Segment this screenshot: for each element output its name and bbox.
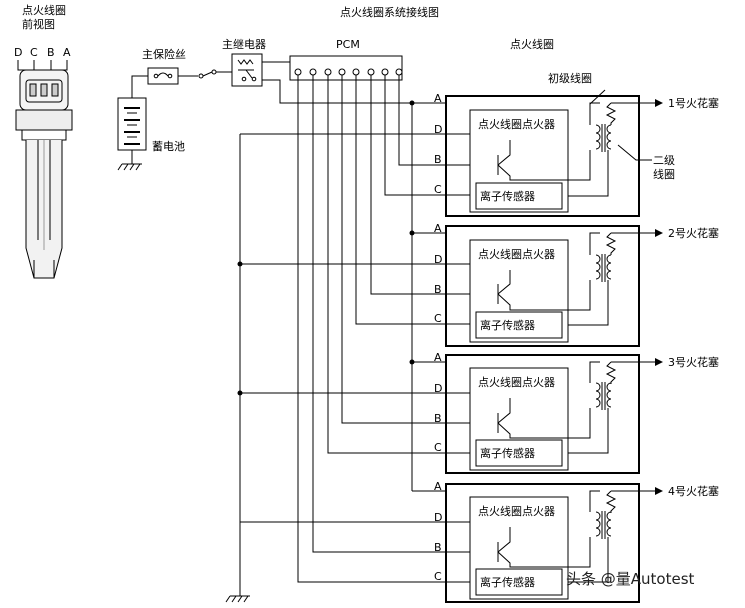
diagram-title: 点火线圈系统接线图 (340, 5, 439, 19)
secondary-coil-label-1: 二级 (653, 154, 675, 167)
battery-label: 蓄电池 (152, 140, 185, 153)
pin-c-4: C (434, 570, 442, 583)
spark-plug-label-3: 3号火花塞 (668, 355, 719, 369)
igniter-label-1: 点火线圈点火器 (478, 117, 555, 131)
main-fuse-symbol (147, 67, 179, 85)
pin-d-3: D (434, 382, 442, 395)
pin-d-2: D (434, 253, 442, 266)
coil-module-4: 点火线圈点火器 离子传感器 A D B C 4号火花塞 (240, 480, 719, 603)
coil-module-2: 点火线圈点火器 离子传感器 A D B C 2号火花塞 (240, 222, 719, 347)
battery-symbol (117, 97, 147, 151)
pin-b-3: B (434, 412, 442, 425)
pin-label-a: A (63, 46, 71, 59)
ion-sensor-label-1: 离子传感器 (480, 189, 535, 203)
main-relay-label: 主继电器 (222, 38, 266, 51)
pin-label-c: C (30, 46, 38, 59)
pcm-label: PCM (336, 38, 360, 51)
spark-plug-label-4: 4号火花塞 (668, 484, 719, 498)
watermark-text: 头条 @量Autotest (566, 570, 695, 588)
pin-b-4: B (434, 541, 442, 554)
front-view: 点火线圈 前视图 D C B A (14, 3, 73, 279)
pin-a-3: A (434, 351, 442, 364)
primary-coil-label: 初级线圈 (548, 71, 592, 85)
ignition-coil-label: 点火线圈 (510, 37, 554, 51)
supply-circuit (117, 53, 412, 171)
main-ground-symbol (225, 595, 250, 603)
secondary-coil-label-2: 线圈 (653, 167, 675, 181)
ion-sensor-label-2: 离子传感器 (480, 318, 535, 332)
ion-sensor-label-4: 离子传感器 (480, 575, 535, 589)
pin-c-2: C (434, 312, 442, 325)
spark-plug-label-2: 2号火花塞 (668, 226, 719, 240)
pin-c-1: C (434, 183, 442, 196)
wiring-buses (225, 75, 470, 603)
pin-c-3: C (434, 441, 442, 454)
front-view-title: 点火线圈 (22, 3, 66, 17)
ion-sensor-label-3: 离子传感器 (480, 446, 535, 460)
pin-label-d: D (14, 46, 22, 59)
igniter-label-2: 点火线圈点火器 (478, 247, 555, 261)
pin-b-2: B (434, 283, 442, 296)
coil-module-3: 点火线圈点火器 离子传感器 A D B C 3号火花塞 (240, 351, 719, 474)
pcm-module (289, 55, 403, 81)
spark-plug-label-1: 1号火花塞 (668, 96, 719, 110)
igniter-label-3: 点火线圈点火器 (478, 375, 555, 389)
front-view-subtitle: 前视图 (22, 17, 55, 31)
pin-a-1: A (434, 92, 442, 105)
main-fuse-label: 主保险丝 (142, 47, 186, 61)
pin-label-b: B (47, 46, 55, 59)
pin-d-4: D (434, 511, 442, 524)
pin-b-1: B (434, 153, 442, 166)
pin-a-2: A (434, 222, 442, 235)
coil-front-drawing (15, 60, 73, 279)
coil-module-1: 点火线圈点火器 离子传感器 A D B C 1号火花塞 (240, 89, 719, 217)
battery-ground-symbol (117, 163, 142, 171)
pin-d-1: D (434, 123, 442, 136)
pin-a-4: A (434, 480, 442, 493)
main-relay-symbol (231, 53, 263, 87)
igniter-label-4: 点火线圈点火器 (478, 504, 555, 518)
